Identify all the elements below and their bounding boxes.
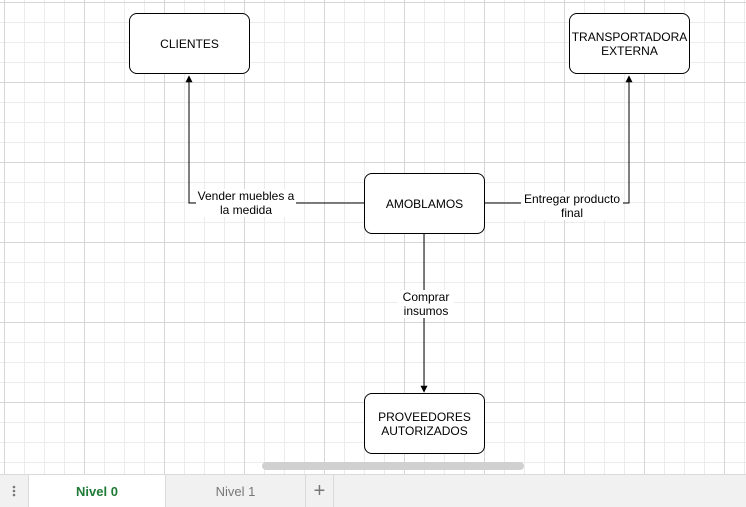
page-menu-button[interactable]: [0, 475, 28, 507]
tab-nivel-1[interactable]: Nivel 1: [166, 475, 306, 507]
page-tab-bar: Nivel 0 Nivel 1 +: [0, 474, 746, 507]
edge-amoblamos-to-clientes[interactable]: [185, 75, 364, 204]
plus-icon: +: [313, 479, 326, 502]
node-transportadora-externa[interactable]: TRANSPORTADORA EXTERNA: [569, 13, 690, 74]
vertical-dots-icon: [12, 485, 16, 497]
horizontal-scrollbar[interactable]: [262, 462, 524, 470]
add-page-button[interactable]: +: [306, 475, 334, 507]
diagram-canvas[interactable]: CLIENTES TRANSPORTADORA EXTERNA AMOBLAMO…: [0, 0, 746, 474]
node-amoblamos[interactable]: AMOBLAMOS: [364, 173, 485, 234]
edge-label-entregar[interactable]: Entregar producto final: [521, 192, 623, 220]
node-proveedores-autorizados[interactable]: PROVEEDORES AUTORIZADOS: [364, 393, 485, 454]
tab-nivel-0[interactable]: Nivel 0: [28, 475, 166, 507]
edge-amoblamos-to-transportadora[interactable]: [485, 75, 633, 204]
edge-label-vender[interactable]: Vender muebles a la medida: [196, 189, 296, 217]
node-clientes[interactable]: CLIENTES: [129, 13, 250, 74]
edge-label-comprar[interactable]: Comprar insumos: [398, 290, 454, 318]
